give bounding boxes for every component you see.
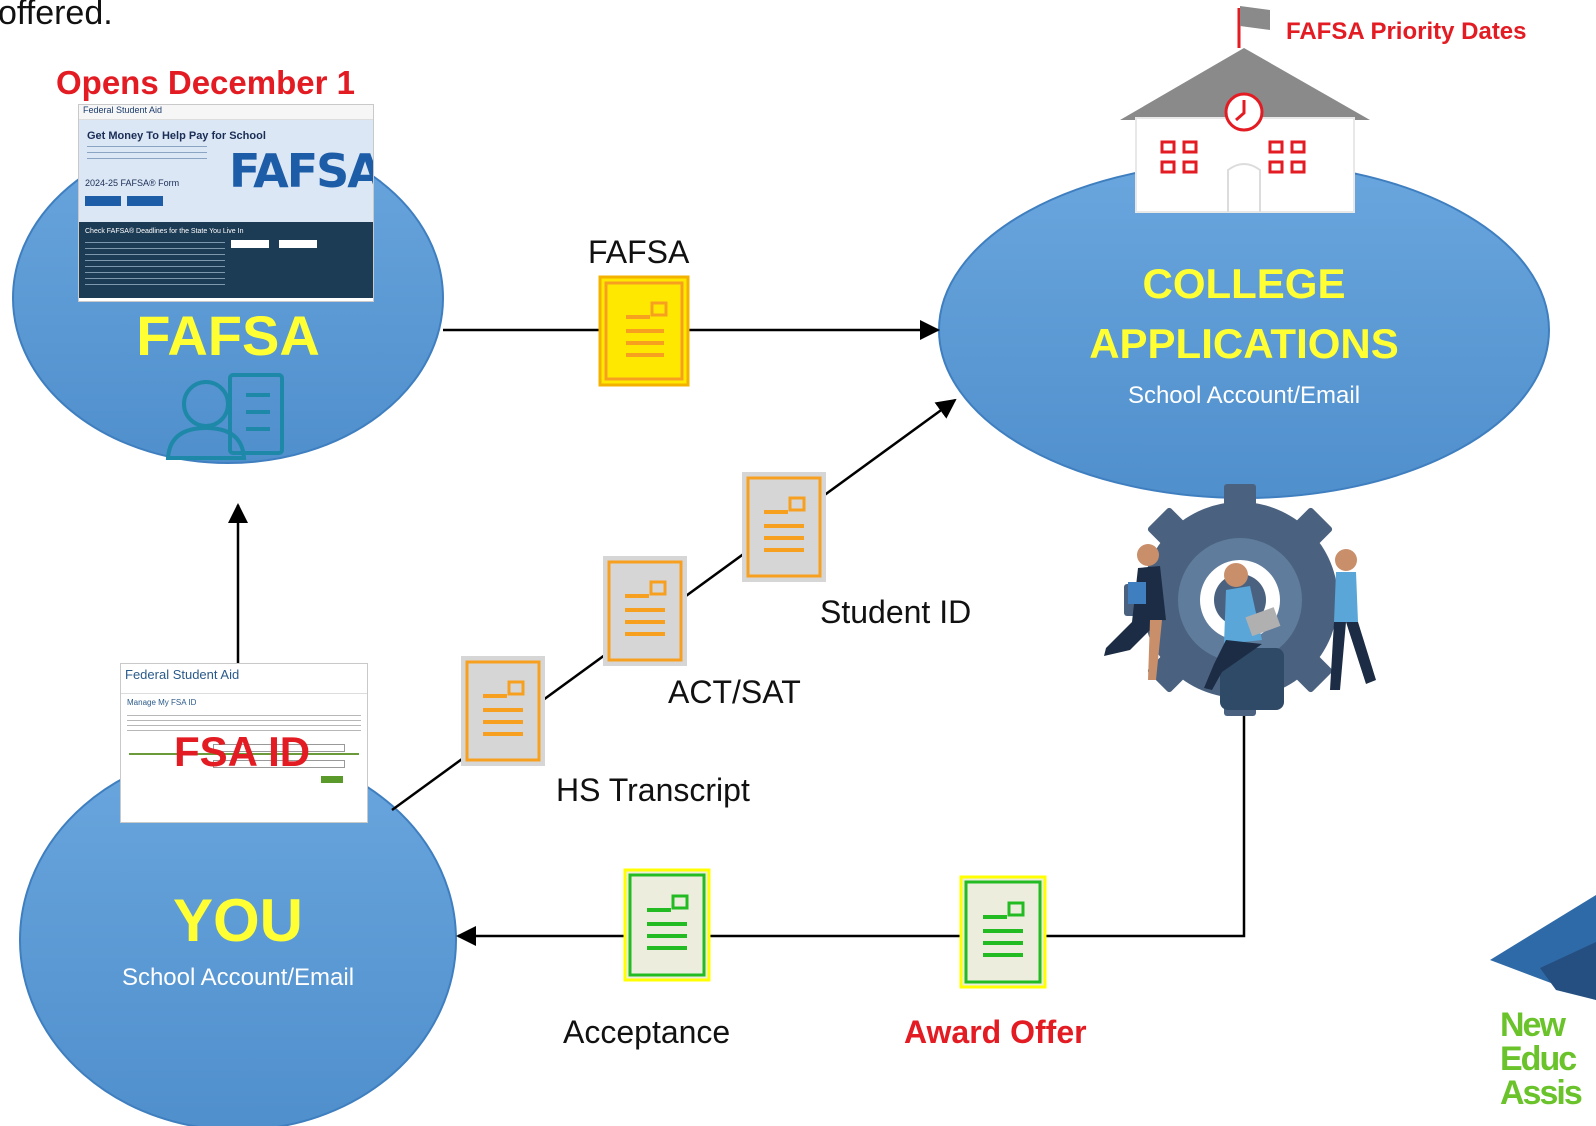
doc-acceptance-label: Acceptance [563, 1014, 731, 1050]
doc-acceptance-icon [623, 868, 711, 982]
state-input [279, 240, 317, 248]
doc-act-sat-icon [603, 556, 687, 666]
fafsa-title: FAFSA [136, 304, 320, 367]
start-new-form-button [85, 196, 121, 206]
fsa-username-field [213, 744, 345, 752]
fafsa-hero: Get Money To Help Pay for School 2024-25… [79, 120, 373, 222]
doc-student-id-icon [742, 472, 826, 582]
school-year-input [231, 240, 269, 248]
you-title: YOU [172, 887, 304, 954]
college-title-line1: COLLEGE [1142, 260, 1346, 307]
fafsa-hero-text [87, 146, 207, 164]
doc-student-id-label: Student ID [820, 594, 972, 630]
doc-award-offer-label: Award Offer [904, 1014, 1087, 1050]
fsa-site-name: Federal Student Aid [121, 664, 367, 694]
doc-fafsa-label: FAFSA [588, 234, 690, 270]
fafsa-hero-title: Get Money To Help Pay for School [87, 130, 266, 142]
fafsa-logo: FAFSA [229, 144, 374, 198]
doc-award-offer-icon [959, 875, 1047, 989]
fsa-id-website-screenshot: Federal Student Aid Manage My FSA ID [120, 663, 368, 823]
fsa-page-title: Manage My FSA ID [127, 698, 197, 707]
gear-people-icon [1104, 484, 1376, 716]
header-fragment: offered. [0, 0, 113, 32]
fsa-id-label: FSA ID [174, 728, 311, 775]
logo-text-line1: New [1500, 1006, 1566, 1044]
doc-act-sat-label: ACT/SAT [668, 674, 801, 710]
fafsa-deadlines-panel: Check FAFSA® Deadlines for the State You… [79, 222, 373, 298]
fsa-password-field [213, 760, 345, 768]
school-building-icon [1120, 6, 1370, 213]
fsa-login-button [321, 776, 343, 783]
fsa-tabs [129, 743, 359, 755]
line-college-to-you [456, 700, 1246, 946]
fafsa-site-name: Federal Student Aid [79, 105, 373, 120]
edit-existing-form-button [127, 196, 163, 206]
doc-fafsa-icon [598, 275, 690, 387]
priority-dates-label: FAFSA Priority Dates [1286, 18, 1527, 45]
college-title-line2: APPLICATIONS [1089, 320, 1399, 367]
fafsa-website-screenshot: Federal Student Aid Get Money To Help Pa… [78, 104, 374, 302]
fafsa-form-title: 2024-25 FAFSA® Form [85, 178, 180, 188]
logo-cap-icon [1490, 895, 1596, 1000]
person-id-icon [165, 373, 284, 460]
logo-text-line3: Assis [1500, 1074, 1583, 1112]
logo-text-line2: Educ [1500, 1040, 1577, 1078]
college-subtitle: School Account/Email [1127, 382, 1361, 409]
fafsa-deadlines-title: Check FAFSA® Deadlines for the State You… [85, 228, 244, 235]
fafsa-deadlines-text [85, 242, 225, 288]
doc-hs-transcript-icon [461, 656, 545, 766]
you-subtitle: School Account/Email [121, 964, 355, 991]
doc-hs-transcript-label: HS Transcript [556, 772, 750, 808]
opens-date-label: Opens December 1 [56, 64, 355, 101]
fsa-intro-text [127, 715, 361, 733]
